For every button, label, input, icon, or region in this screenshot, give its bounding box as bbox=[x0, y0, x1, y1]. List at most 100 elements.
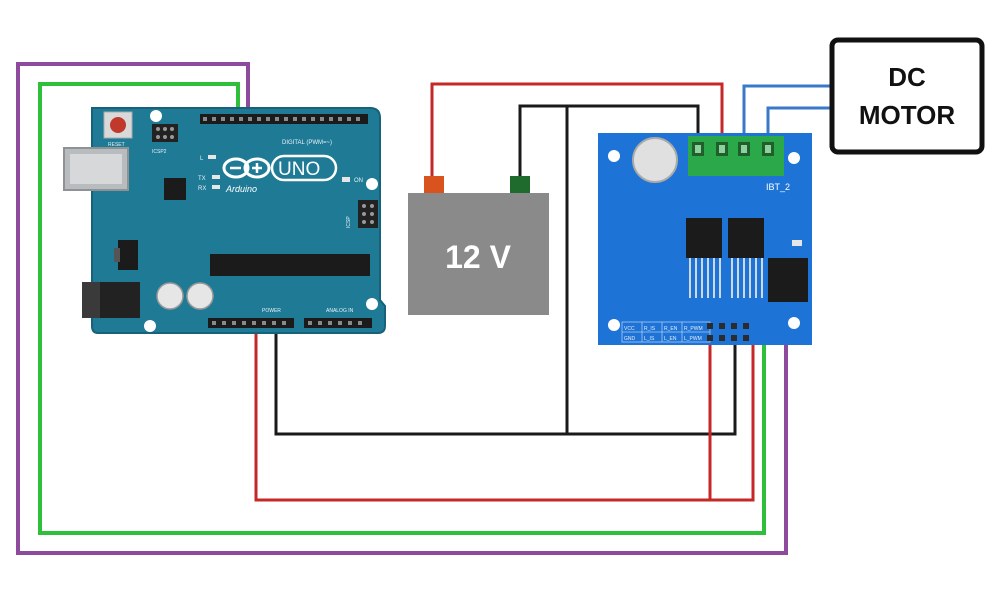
digital-pin bbox=[293, 117, 297, 121]
driver-header-pin bbox=[719, 335, 725, 341]
battery-neg-terminal bbox=[510, 176, 530, 194]
on-led-label: ON bbox=[354, 178, 363, 184]
uno-model-label: UNO bbox=[278, 159, 320, 180]
driver-header-pin bbox=[743, 323, 749, 329]
digital-pin bbox=[221, 117, 225, 121]
atmega-chip bbox=[210, 254, 370, 276]
capacitor-1 bbox=[156, 282, 184, 310]
pin-label-l-is: L_IS bbox=[644, 336, 655, 342]
power-label: POWER bbox=[262, 308, 281, 314]
mount-hole-1 bbox=[150, 110, 162, 122]
terminal-screw-head bbox=[719, 145, 725, 153]
wire-red-battery-pos bbox=[430, 82, 724, 180]
pin-label-r-pwm: R_PWM bbox=[684, 326, 703, 332]
digital-pin bbox=[257, 117, 261, 121]
l-led bbox=[208, 155, 216, 159]
mosfet-1 bbox=[686, 218, 722, 258]
digital-pin bbox=[275, 117, 279, 121]
driver-header-pin bbox=[707, 323, 713, 329]
mosfet-leg bbox=[755, 258, 757, 298]
digital-pin bbox=[248, 117, 252, 121]
battery-body bbox=[408, 193, 549, 315]
mosfet-leg bbox=[689, 258, 691, 298]
power-pin bbox=[242, 321, 246, 325]
digital-header-pins bbox=[203, 117, 360, 121]
analog-pin bbox=[348, 321, 352, 325]
mosfet-leg bbox=[707, 258, 709, 298]
driver-mount-hole-1 bbox=[608, 150, 620, 162]
ibt2-driver-board: IBT_2 VCC R_IS R_EN R_PWM GND L_IS L_EN … bbox=[598, 133, 812, 345]
mount-hole-4 bbox=[144, 320, 156, 332]
regulator-chip bbox=[118, 240, 138, 270]
power-pin bbox=[232, 321, 236, 325]
digital-pin bbox=[266, 117, 270, 121]
icsp-header bbox=[358, 200, 378, 228]
driver-smd-led bbox=[792, 240, 802, 246]
terminal-screws bbox=[692, 142, 774, 156]
uno-badge bbox=[270, 154, 338, 182]
analog-pin bbox=[328, 321, 332, 325]
arduino-logo bbox=[222, 157, 271, 179]
arduino-pcb bbox=[91, 107, 386, 334]
mosfet-leg bbox=[743, 258, 745, 298]
mosfet-leg bbox=[749, 258, 751, 298]
power-pin bbox=[252, 321, 256, 325]
battery-voltage-label: 12 V bbox=[445, 239, 511, 275]
analog-label: ANALOG IN bbox=[326, 308, 354, 314]
digital-pin bbox=[212, 117, 216, 121]
pin-label-gnd: GND bbox=[624, 336, 636, 342]
wire-black-battery-neg bbox=[518, 104, 700, 180]
usb-port-inner bbox=[70, 154, 122, 184]
regulator-tab bbox=[114, 248, 120, 262]
l-led-label: L bbox=[200, 156, 204, 162]
mosfet-legs bbox=[689, 258, 763, 298]
pin-label-l-en: L_EN bbox=[664, 336, 677, 342]
driver-header-pin bbox=[731, 323, 737, 329]
power-pin bbox=[282, 321, 286, 325]
tx-led-label: TX bbox=[198, 176, 206, 182]
icsp2-label: ICSP2 bbox=[152, 149, 167, 155]
driver-header-pin bbox=[719, 323, 725, 329]
reset-button-cap[interactable] bbox=[110, 117, 126, 133]
mount-hole-2 bbox=[366, 178, 378, 190]
driver-pin-table: VCC R_IS R_EN R_PWM GND L_IS L_EN L_PWM bbox=[621, 321, 711, 343]
digital-pin bbox=[302, 117, 306, 121]
driver-header-pin bbox=[731, 335, 737, 341]
digital-pin bbox=[284, 117, 288, 121]
driver-mount-hole-2 bbox=[788, 152, 800, 164]
power-pin bbox=[272, 321, 276, 325]
tx-led bbox=[212, 175, 220, 179]
dc-motor-box bbox=[829, 37, 985, 155]
mosfet-leg bbox=[701, 258, 703, 298]
mosfet-2 bbox=[728, 218, 764, 258]
capacitor-2 bbox=[186, 282, 214, 310]
wire-black-arduino-gnd bbox=[274, 333, 737, 436]
digital-pin bbox=[329, 117, 333, 121]
digital-pin bbox=[239, 117, 243, 121]
power-pin bbox=[262, 321, 266, 325]
dc-motor: DC MOTOR bbox=[829, 37, 985, 155]
analog-pin bbox=[318, 321, 322, 325]
analog-pin bbox=[338, 321, 342, 325]
mosfet-leg bbox=[719, 258, 721, 298]
pin-label-r-en: R_EN bbox=[664, 326, 678, 332]
terminal-screw-head bbox=[695, 145, 701, 153]
wire-green bbox=[38, 82, 766, 535]
rx-led bbox=[212, 185, 220, 189]
driver-label: IBT_2 bbox=[766, 182, 790, 192]
terminal-screw-head bbox=[741, 145, 747, 153]
dc-motor-label-line1: DC bbox=[888, 62, 926, 92]
battery: 12 V bbox=[408, 176, 549, 315]
power-header bbox=[208, 318, 294, 328]
terminal-screw-head bbox=[765, 145, 771, 153]
arduino-uno-board: RESET ICSP2 DIGITAL (PWM=~) L TX RX bbox=[63, 107, 386, 334]
bottom-header-pins bbox=[212, 321, 362, 325]
reset-label: RESET bbox=[108, 142, 125, 148]
mosfet-leg bbox=[695, 258, 697, 298]
digital-pin bbox=[338, 117, 342, 121]
arduino-brand: Arduino bbox=[225, 184, 257, 194]
digital-pin bbox=[320, 117, 324, 121]
analog-pin bbox=[358, 321, 362, 325]
digital-pin bbox=[230, 117, 234, 121]
